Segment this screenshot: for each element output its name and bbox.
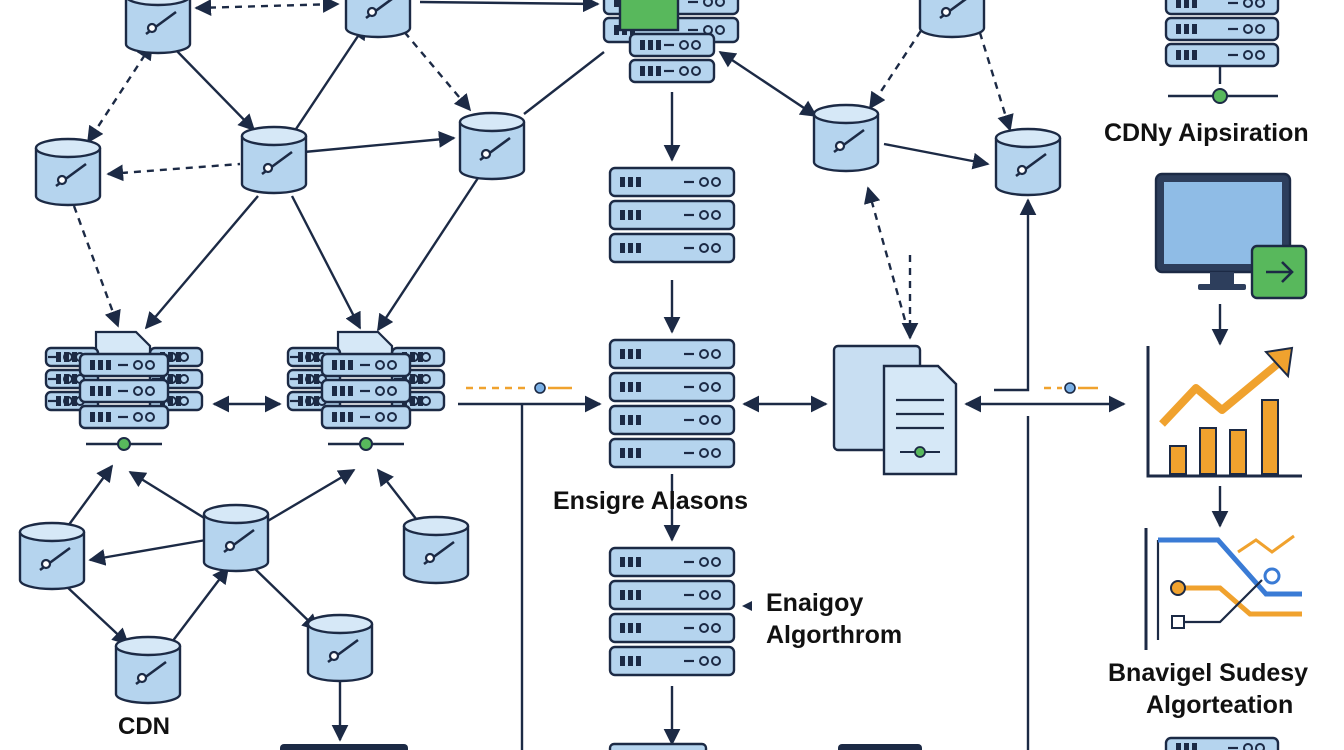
server-rack-icon (390, 346, 446, 412)
database-icon (306, 613, 374, 683)
server-rack-icon (838, 744, 922, 750)
pointer-icon (742, 601, 752, 611)
connector-line (72, 205, 121, 328)
database-icon (812, 103, 880, 173)
status-dot (1212, 88, 1228, 104)
database-icon (402, 515, 470, 585)
connector-line (265, 468, 356, 524)
connector-line (251, 565, 320, 632)
connector-dot (1064, 382, 1076, 394)
connector-line (883, 142, 990, 170)
connector-line (171, 566, 230, 643)
connector-line (67, 464, 113, 527)
connector-line (395, 21, 472, 112)
server-rack-icon (1164, 736, 1280, 750)
diagram-nodes (18, 0, 1308, 750)
server-rack-icon (608, 742, 708, 750)
database-icon (18, 521, 86, 591)
database-icon (994, 127, 1062, 197)
connector-line (994, 198, 1037, 392)
connector-line (718, 51, 818, 117)
connector-line (171, 45, 256, 132)
server-rack-icon (320, 352, 412, 430)
document-icon (618, 0, 680, 32)
connector-line (293, 22, 367, 133)
connector-line (863, 186, 912, 339)
connector-line (88, 538, 207, 566)
right-top-label: CDNy Aipsiration (1104, 119, 1309, 147)
server-rack-icon (608, 546, 736, 677)
connection-lines (65, 0, 1229, 750)
database-icon (34, 137, 102, 207)
connector-line (419, 0, 600, 13)
connector-line (523, 51, 605, 115)
database-icon (918, 0, 986, 39)
right-bottom-label-line2: Algorteation (1146, 691, 1294, 719)
center-mid-label-line2: Algorthrom (766, 621, 903, 649)
connector-line (128, 470, 215, 526)
center-mid-label-line1: Enaigoy (766, 589, 864, 617)
document-icon (832, 344, 958, 476)
connector-line (303, 131, 456, 154)
server-rack-icon (608, 338, 736, 469)
connector-line (376, 177, 480, 332)
connector-dot (534, 382, 546, 394)
database-icon (202, 503, 270, 573)
server-rack-icon (628, 32, 716, 84)
connector-line (65, 585, 130, 646)
server-rack-icon (608, 166, 736, 264)
server-rack-icon (1164, 0, 1280, 68)
connector-line (194, 0, 340, 16)
server-rack-icon (280, 744, 408, 750)
database-icon (124, 0, 192, 55)
growth-chart-icon (1146, 346, 1302, 478)
connector-line (144, 195, 259, 330)
connector-line (290, 195, 362, 330)
database-icon (114, 635, 182, 705)
center-top-label: Ensigre Alasons (553, 487, 748, 515)
database-icon (458, 111, 526, 181)
database-icon (240, 125, 308, 195)
server-rack-icon (78, 352, 170, 430)
flow-chart-icon (1144, 528, 1302, 650)
connector-line (868, 19, 930, 110)
database-icon (344, 0, 412, 39)
connector-line (974, 19, 1014, 132)
connector-line (106, 162, 241, 182)
connector-line (376, 468, 421, 525)
right-bottom-label-line1: Bnavigel Sudesy (1108, 659, 1309, 687)
cdn-label: CDN (118, 713, 170, 740)
arrow-icon (1250, 244, 1308, 300)
connector-line (86, 42, 154, 144)
